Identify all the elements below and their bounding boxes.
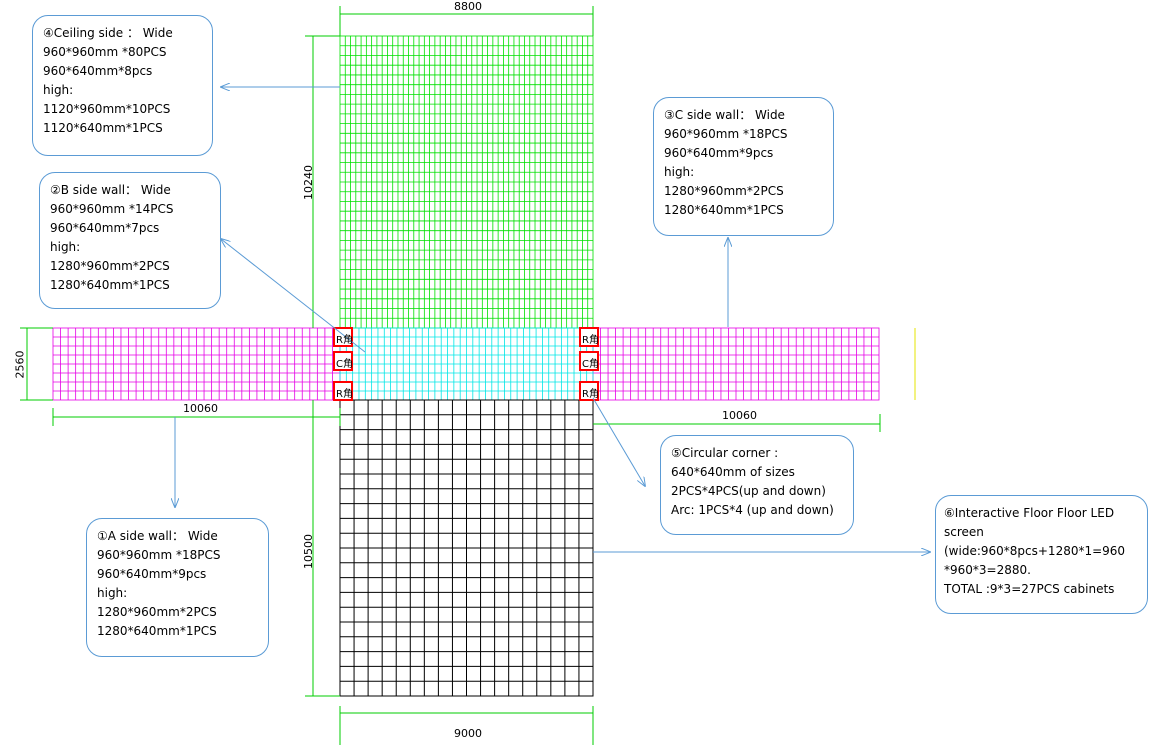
dim-ceiling-height: 10240 bbox=[302, 165, 315, 200]
callout-a-wall-line: 960*640mm*9pcs bbox=[97, 567, 207, 581]
dim-wall-height: 2560 bbox=[13, 350, 27, 379]
callout-a-wall: ①A side wall： Wide 960*960mm *18PCS 960*… bbox=[86, 518, 269, 657]
callout-a-wall-line: high: bbox=[97, 586, 128, 600]
callout-a-wall-line: 1280*960mm*2PCS bbox=[97, 605, 217, 619]
callout-ceiling-line: 960*960mm *80PCS bbox=[43, 45, 167, 59]
right-wall-grid-lines bbox=[593, 328, 879, 400]
corner-cabinet-2 bbox=[333, 381, 353, 401]
callout-floor-title: ⑥Interactive Floor Floor LED screen bbox=[944, 506, 1115, 539]
callout-c-wall-line: high: bbox=[664, 165, 695, 179]
dimension-lines bbox=[20, 6, 916, 745]
ceiling-grid bbox=[339, 35, 594, 329]
callout-b-wall-line: 960*640mm*7pcs bbox=[50, 221, 160, 235]
center-grid bbox=[339, 327, 594, 401]
callout-corner-line: Arc: 1PCS*4 (up and down) bbox=[671, 503, 834, 517]
dim-top-width: 8800 bbox=[454, 0, 482, 13]
callout-corner: ⑤Circular corner : 640*640mm of sizes 2P… bbox=[660, 435, 854, 535]
corner-cabinet-3 bbox=[579, 327, 599, 347]
callout-c-wall-line: 1280*640mm*1PCS bbox=[664, 203, 784, 217]
dim-left-width: 10060 bbox=[183, 402, 218, 415]
dim-floor-height: 10500 bbox=[302, 534, 315, 569]
callout-ceiling-title: ④Ceiling side ： Wide bbox=[43, 26, 173, 40]
corner-cabinet-4 bbox=[579, 351, 599, 371]
left-wall-grid bbox=[52, 327, 341, 401]
callout-a-wall-title: ①A side wall： Wide bbox=[97, 529, 218, 543]
dim-floor-width: 9000 bbox=[454, 727, 482, 740]
corner-cabinets bbox=[333, 327, 599, 401]
callout-ceiling-line: 1120*960mm*10PCS bbox=[43, 102, 171, 116]
left-wall-grid-lines bbox=[53, 328, 340, 400]
callout-ceiling-line: high: bbox=[43, 83, 74, 97]
callout-floor-line: TOTAL :9*3=27PCS cabinets bbox=[944, 582, 1115, 596]
callout-b-wall-line: 1280*640mm*1PCS bbox=[50, 278, 170, 292]
floor-grid-lines bbox=[340, 400, 593, 696]
arrow-b-wall bbox=[221, 239, 366, 353]
callout-ceiling-line: 960*640mm*8pcs bbox=[43, 64, 153, 78]
callout-c-wall-line: 1280*960mm*2PCS bbox=[664, 184, 784, 198]
callout-c-wall-line: 960*640mm*9pcs bbox=[664, 146, 774, 160]
corner-cabinet-5 bbox=[579, 381, 599, 401]
callout-b-wall-line: 960*960mm *14PCS bbox=[50, 202, 174, 216]
callout-arrows bbox=[175, 87, 930, 552]
callout-c-wall-title: ③C side wall： Wide bbox=[664, 108, 785, 122]
callout-b-wall-title: ②B side wall： Wide bbox=[50, 183, 171, 197]
floor-grid bbox=[339, 399, 594, 697]
corner-label-top-right: R角 bbox=[582, 335, 599, 346]
callout-corner-line: 2PCS*4PCS(up and down) bbox=[671, 484, 826, 498]
corner-label-mid-left: C角 bbox=[336, 359, 353, 370]
corner-label-mid-right: C角 bbox=[582, 359, 599, 370]
arrow-corner bbox=[592, 397, 645, 486]
corner-label-top-left: R角 bbox=[336, 335, 353, 346]
callout-a-wall-line: 1280*640mm*1PCS bbox=[97, 624, 217, 638]
corner-label-bottom-right: R角 bbox=[582, 389, 599, 400]
corner-cabinet-1 bbox=[333, 351, 353, 371]
callout-ceiling-line: 1120*640mm*1PCS bbox=[43, 121, 163, 135]
ceiling-grid-lines bbox=[340, 36, 593, 328]
dim-right-width: 10060 bbox=[722, 409, 757, 422]
callout-b-wall-line: high: bbox=[50, 240, 81, 254]
callout-c-wall: ③C side wall： Wide 960*960mm *18PCS 960*… bbox=[653, 97, 834, 236]
callout-a-wall-line: 960*960mm *18PCS bbox=[97, 548, 221, 562]
corner-label-bottom-left: R角 bbox=[336, 389, 353, 400]
callout-floor-line: (wide:960*8pcs+1280*1=960 *960*3=2880. bbox=[944, 544, 1126, 577]
callout-corner-title: ⑤Circular corner : bbox=[671, 446, 779, 460]
right-wall-grid bbox=[592, 327, 880, 401]
callout-corner-line: 640*640mm of sizes bbox=[671, 465, 795, 479]
callout-b-wall-line: 1280*960mm*2PCS bbox=[50, 259, 170, 273]
callout-b-wall: ②B side wall： Wide 960*960mm *14PCS 960*… bbox=[39, 172, 221, 309]
callout-floor: ⑥Interactive Floor Floor LED screen (wid… bbox=[935, 495, 1148, 614]
center-grid-lines bbox=[340, 328, 593, 400]
corner-cabinet-0 bbox=[333, 327, 353, 347]
callout-ceiling: ④Ceiling side ： Wide 960*960mm *80PCS 96… bbox=[32, 15, 213, 156]
callout-c-wall-line: 960*960mm *18PCS bbox=[664, 127, 788, 141]
